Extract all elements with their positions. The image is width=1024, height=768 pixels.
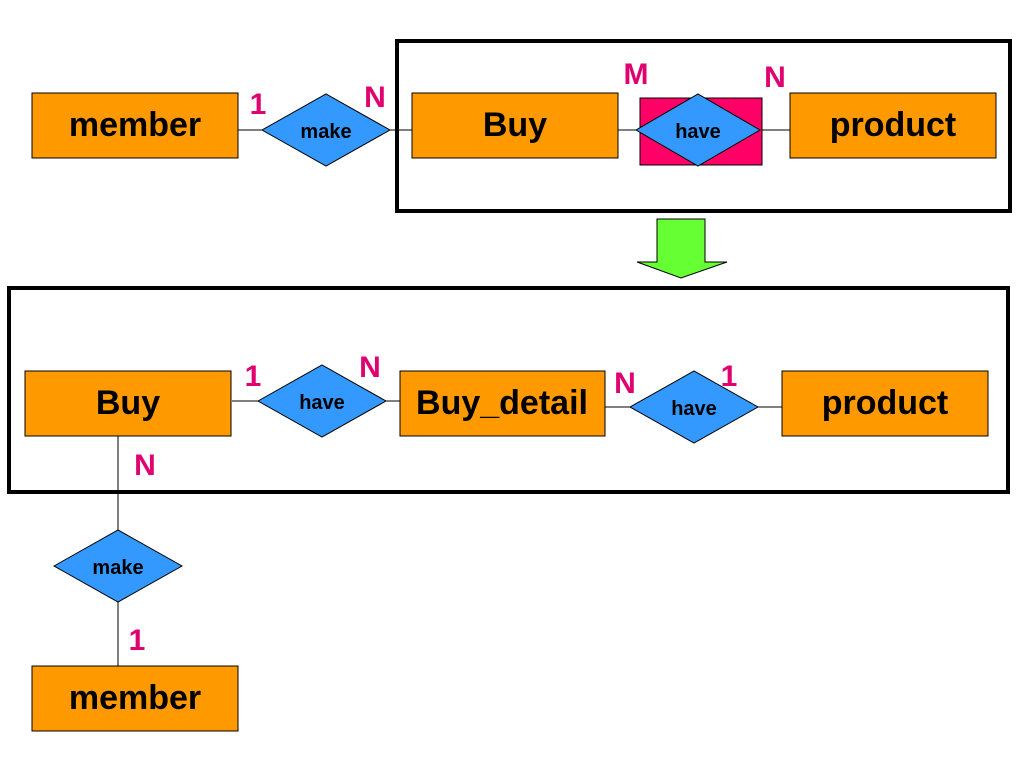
card-buy-make-bottom: N — [134, 449, 156, 482]
card-buy-have1-bottom: 1 — [245, 360, 262, 393]
bottom-group-frame — [7, 286, 1010, 494]
entity-buy-top — [411, 92, 619, 159]
rel-make-top-label: make — [300, 121, 351, 143]
card-buy-have-top: M — [624, 58, 649, 91]
rel-have1-bottom — [256, 364, 388, 438]
entity-product-top — [789, 92, 997, 159]
rel-make-top — [260, 93, 392, 167]
card-have2-product-bottom: 1 — [721, 360, 738, 393]
transform-arrow-icon — [636, 218, 728, 279]
card-detail-have2-bottom: N — [614, 367, 636, 400]
entity-member-bottom — [31, 665, 239, 732]
rel-make-bottom — [52, 529, 184, 603]
entity-buy-bottom-label: Buy — [96, 384, 160, 422]
top-group-frame — [395, 39, 1012, 213]
card-member-make-top: 1 — [250, 88, 267, 121]
entity-product-bottom-label: product — [822, 384, 949, 422]
rel-make-bottom-label: make — [92, 557, 143, 579]
card-have-product-top: N — [764, 61, 786, 94]
entity-member-top — [31, 92, 239, 159]
entity-buy-top-label: Buy — [483, 106, 547, 144]
rel-have2-bottom — [628, 370, 760, 444]
entity-buy-detail — [399, 370, 606, 437]
entity-buy-detail-label: Buy_detail — [416, 384, 588, 422]
card-make-member-bottom: 1 — [129, 624, 146, 657]
entity-buy-bottom — [24, 370, 232, 437]
card-make-buy-top: N — [364, 81, 386, 114]
entity-member-top-label: member — [69, 106, 201, 144]
card-have1-detail-bottom: N — [359, 351, 381, 384]
rel-have2-bottom-label: have — [671, 398, 717, 420]
rel-have1-bottom-label: have — [299, 392, 345, 414]
rel-have-top-label: have — [675, 121, 721, 143]
entity-product-bottom — [781, 370, 989, 437]
entity-member-bottom-label: member — [69, 679, 201, 717]
rel-have-top — [635, 93, 761, 167]
entity-product-top-label: product — [830, 106, 957, 144]
